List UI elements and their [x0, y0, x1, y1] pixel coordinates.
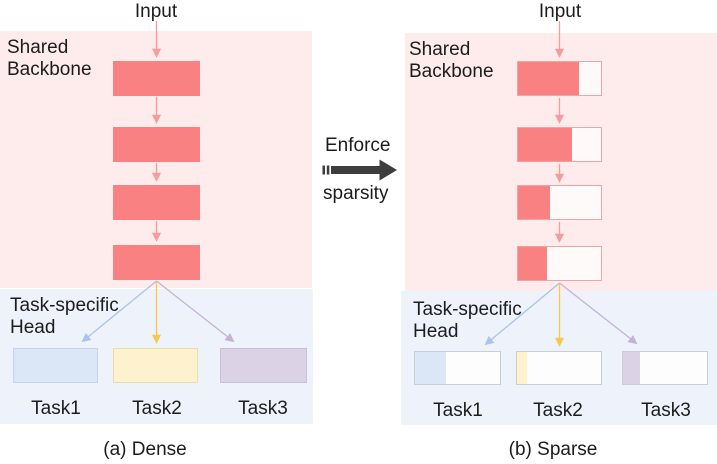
sparse-head-label-line2: Head — [413, 321, 459, 342]
sparse-task1-head-box — [414, 351, 501, 385]
sparse-head-label: Task-specific Head — [413, 299, 522, 343]
sparse-task1-label: Task1 — [433, 400, 483, 421]
sparse-task3-head-box — [622, 351, 708, 385]
dense-task3-head-box — [220, 348, 307, 383]
dense-task3-label: Task3 — [238, 398, 288, 419]
sparse-backbone-label-line1: Shared — [409, 39, 471, 60]
sparse-head-label-line1: Task-specific — [413, 299, 522, 320]
dense-input-label: Input — [134, 1, 178, 22]
dense-backbone-label-line1: Shared — [7, 37, 69, 58]
sparse-caption: (b) Sparse — [508, 439, 598, 460]
sparse-task1-fill — [415, 352, 447, 384]
dense-head-label: Task-specific Head — [10, 295, 119, 339]
sparse-task3-label: Task3 — [641, 400, 691, 421]
dense-head-label-line1: Task-specific — [10, 295, 119, 316]
enforce-sparsity-arrow-icon — [322, 159, 397, 181]
dense-backbone-block-1 — [113, 61, 200, 96]
dense-backbone-block-4 — [113, 245, 200, 280]
sparse-backbone-fill-4 — [518, 247, 548, 280]
sparse-backbone-fill-3 — [518, 186, 551, 219]
sparse-backbone-label-line2: Backbone — [409, 61, 494, 82]
sparse-task2-fill — [517, 352, 528, 384]
dense-head-label-line2: Head — [10, 317, 56, 338]
sparsity-label: sparsity — [323, 183, 389, 204]
sparse-backbone-block-1 — [517, 61, 602, 96]
sparse-backbone-fill-1 — [518, 62, 580, 95]
dense-backbone-label: Shared Backbone — [7, 37, 92, 81]
dense-task2-label: Task2 — [132, 398, 182, 419]
sparse-input-label: Input — [538, 1, 582, 22]
sparse-backbone-label: Shared Backbone — [409, 39, 494, 83]
dense-backbone-block-2 — [113, 127, 200, 162]
sparse-task2-label: Task2 — [533, 400, 583, 421]
sparse-backbone-block-2 — [517, 127, 602, 162]
dense-task1-head-box — [13, 348, 98, 383]
sparse-task3-fill — [623, 352, 640, 384]
dense-task2-head-box — [113, 348, 198, 383]
sparse-task2-head-box — [516, 351, 602, 385]
enforce-label: Enforce — [325, 135, 391, 156]
sparse-backbone-fill-2 — [518, 128, 572, 161]
sparse-backbone-block-3 — [517, 185, 602, 220]
dense-task1-label: Task1 — [31, 398, 81, 419]
dense-backbone-label-line2: Backbone — [7, 59, 92, 80]
dense-caption: (a) Dense — [103, 439, 187, 460]
sparse-backbone-block-4 — [517, 246, 602, 281]
dense-backbone-block-3 — [113, 185, 200, 220]
